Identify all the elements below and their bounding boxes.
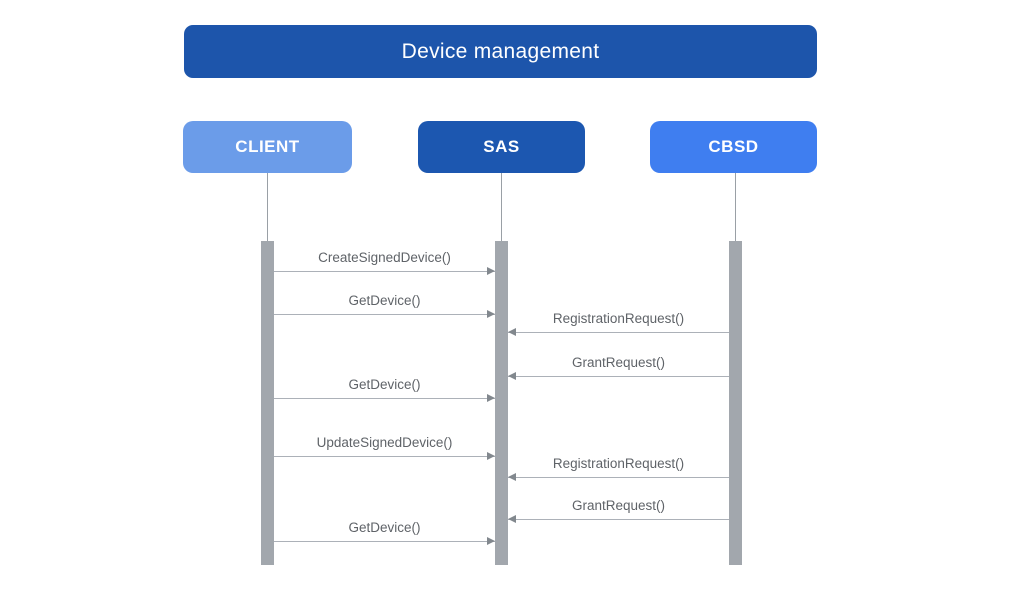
activation-bar-cbsd	[729, 241, 742, 565]
message-registration-request-2: RegistrationRequest()	[508, 454, 729, 481]
message-get-device-2: GetDevice()	[274, 375, 495, 402]
message-update-signed-device: UpdateSignedDevice()	[274, 433, 495, 460]
message-get-device-1: GetDevice()	[274, 291, 495, 318]
arrowhead-left-icon	[508, 328, 516, 336]
arrow-line	[274, 452, 495, 460]
message-registration-request-1: RegistrationRequest()	[508, 309, 729, 336]
message-grant-request-1: GrantRequest()	[508, 353, 729, 380]
arrow-line	[508, 328, 729, 336]
activation-bar-sas	[495, 241, 508, 565]
arrow-line	[274, 310, 495, 318]
diagram-title-bar: Device management	[184, 25, 817, 78]
lifeline-cbsd	[735, 173, 736, 241]
arrow-line	[508, 515, 729, 523]
arrowhead-left-icon	[508, 515, 516, 523]
message-label: RegistrationRequest()	[552, 456, 685, 471]
arrow-line	[508, 372, 729, 380]
arrow-line	[274, 537, 495, 545]
diagram-title: Device management	[401, 39, 600, 63]
message-label: GetDevice()	[348, 377, 421, 392]
message-label: GrantRequest()	[571, 498, 666, 513]
arrowhead-left-icon	[508, 372, 516, 380]
lifeline-client	[267, 173, 268, 241]
message-label: UpdateSignedDevice()	[316, 435, 453, 450]
message-grant-request-2: GrantRequest()	[508, 496, 729, 523]
message-create-signed-device: CreateSignedDevice()	[274, 248, 495, 275]
message-get-device-3: GetDevice()	[274, 518, 495, 545]
arrowhead-right-icon	[487, 537, 495, 545]
arrowhead-right-icon	[487, 267, 495, 275]
arrow-line	[274, 267, 495, 275]
message-label: CreateSignedDevice()	[318, 250, 451, 265]
message-label: GetDevice()	[348, 520, 421, 535]
arrowhead-left-icon	[508, 473, 516, 481]
arrow-line	[274, 394, 495, 402]
actor-sas: SAS	[418, 121, 585, 173]
message-label: RegistrationRequest()	[552, 311, 685, 326]
lifeline-sas	[501, 173, 502, 241]
arrow-line	[508, 473, 729, 481]
arrowhead-right-icon	[487, 394, 495, 402]
arrowhead-right-icon	[487, 452, 495, 460]
actor-client: CLIENT	[183, 121, 352, 173]
message-label: GrantRequest()	[571, 355, 666, 370]
activation-bar-client	[261, 241, 274, 565]
message-label: GetDevice()	[348, 293, 421, 308]
arrowhead-right-icon	[487, 310, 495, 318]
actor-cbsd: CBSD	[650, 121, 817, 173]
